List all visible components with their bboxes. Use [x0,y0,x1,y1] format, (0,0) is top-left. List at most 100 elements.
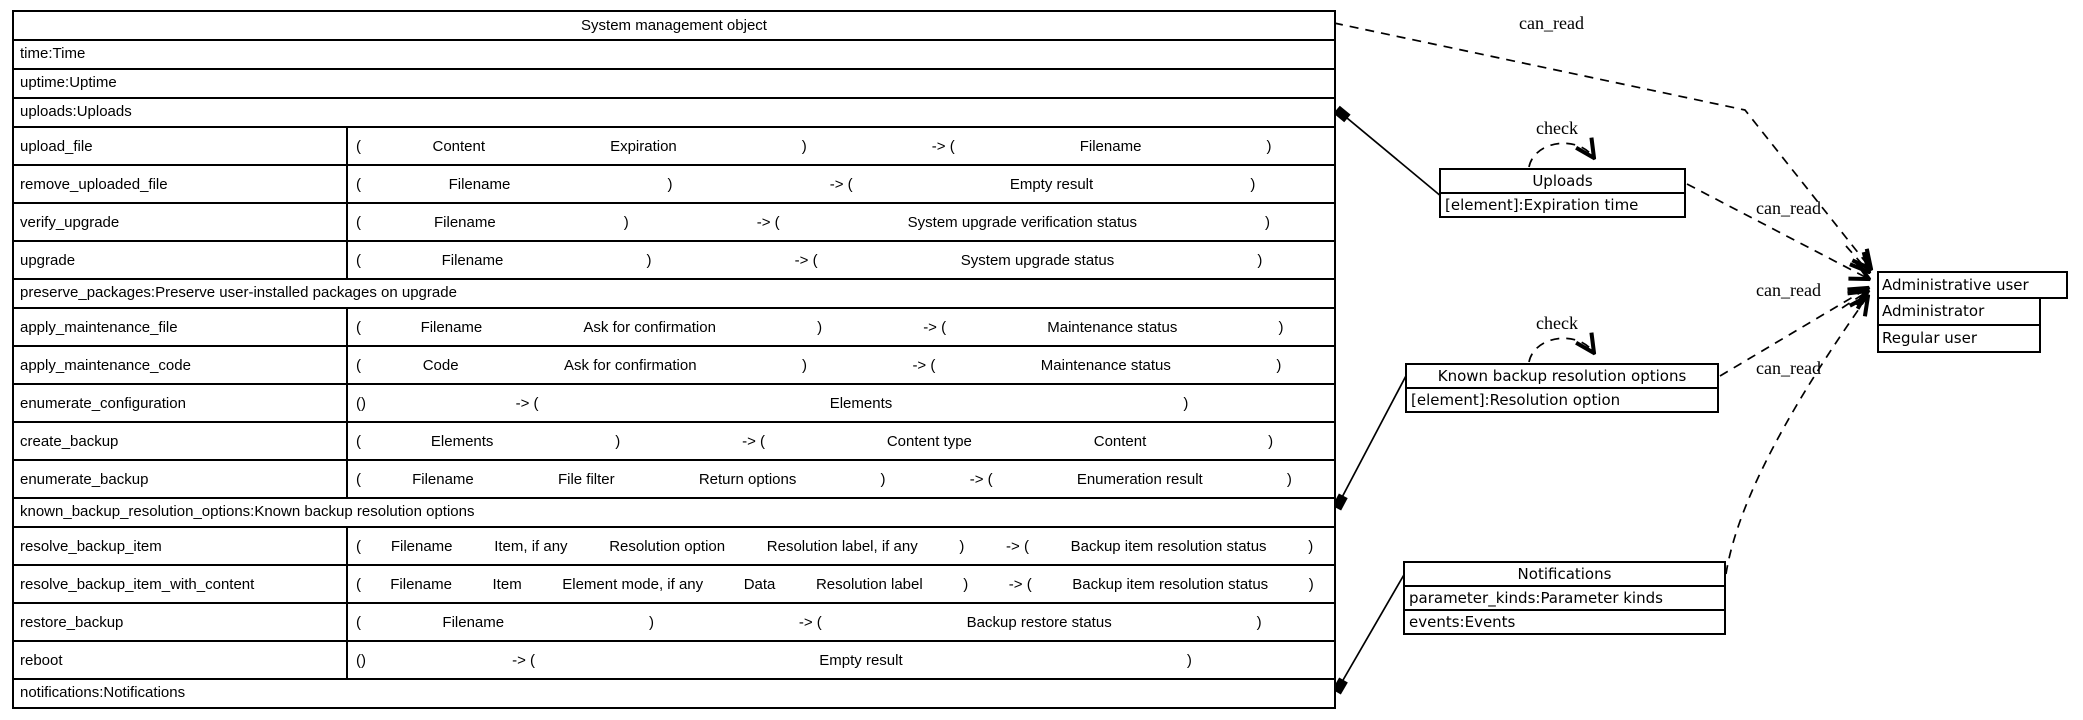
signature-token: Empty result [1009,175,1094,193]
signature-token: ) [1286,470,1292,488]
method-name: upgrade [14,242,348,278]
method-name: verify_upgrade [14,204,348,240]
class-attribute-row: [element]:Expiration time [1445,196,1639,214]
arrow-burst-stub [1841,291,1868,308]
class-attribute-row: [element]:Resolution option [1411,391,1621,409]
signature-token: -> ( [515,394,539,412]
signature-token: Content [1093,432,1147,450]
edge-label-check: check [1536,118,1578,138]
class-attribute-row: Regular user [1877,324,2041,353]
edge-label-can-read: can_read [1756,198,1821,218]
method-row: enumerate_backup ( Filename File filter Retu… [14,459,1334,497]
signature-token: Filename [390,575,452,593]
signature-token: Filename [1079,137,1142,155]
signature-token: Filename [420,318,483,336]
method-name: apply_maintenance_file [14,309,348,345]
signature-token: -> ( [798,613,822,631]
signature-token: ( [356,470,361,488]
signature-token: Maintenance status [1040,356,1171,374]
signature-token: File filter [557,470,615,488]
signature-token: Filename [448,175,511,193]
signature-token: ) [615,432,621,450]
edge-can-read-system [1333,22,1871,269]
method-name: upload_file [14,128,348,164]
method-signature: ()-> (Elements) [348,385,1334,421]
method-name: enumerate_configuration [14,385,348,421]
method-signature: (Filename)-> (Empty result) [348,166,1334,202]
composition-line-backup-options [1338,371,1409,504]
method-name: enumerate_backup [14,461,348,497]
composition-diamond-uploads [1333,105,1351,123]
signature-token: ) [646,251,652,269]
signature-token: Empty result [819,651,903,669]
signature-token: -> ( [756,213,780,231]
method-name: restore_backup [14,604,348,640]
signature-token: ( [356,537,361,555]
signature-token: Filename [412,470,474,488]
signature-token: Content type [886,432,972,450]
class-title: Notifications [1405,563,1724,587]
class-title: Known backup resolution options [1407,365,1717,389]
edge-check-uploads [1528,143,1594,168]
attribute-row: uploads:Uploads [14,97,1334,126]
signature-token: ) [802,356,807,374]
signature-token: -> ( [1006,537,1029,555]
signature-token: ) [648,613,654,631]
signature-token: Elements [829,394,893,412]
signature-token: ( [356,318,361,336]
signature-token: Backup item resolution status [1072,575,1269,593]
method-row: enumerate_configuration()-> (Elements) [14,383,1334,421]
signature-token: ) [1250,175,1256,193]
composition-diamond-backup-options [1332,493,1348,511]
attribute-row: uptime:Uptime [14,68,1334,97]
signature-token: System upgrade status [960,251,1115,269]
method-row: reboot()-> (Empty result) [14,640,1334,678]
signature-token: ) [880,470,886,488]
signature-token: ( [356,613,361,631]
signature-token: ( [356,251,361,269]
method-name: remove_uploaded_file [14,166,348,202]
method-name: resolve_backup_item [14,528,348,564]
signature-token: System upgrade verification status [907,213,1137,231]
signature-token: Ask for confirmation [583,318,716,336]
signature-token: Enumeration result [1076,470,1203,488]
signature-token: ( [356,432,361,450]
method-signature: ( Filename File filter Return options) -> ( E… [348,461,1334,497]
signature-token: Return options [698,470,797,488]
signature-token: ) [1266,137,1272,155]
signature-token: ) [1257,251,1263,269]
signature-token: ) [1264,213,1270,231]
edge-label-check: check [1536,313,1578,333]
signature-token: Item, if any [494,537,568,555]
signature-token: Filename [390,537,453,555]
edge-can-read-backup-options [1719,288,1868,377]
signature-token: () [356,651,366,669]
signature-token: Content [432,137,486,155]
signature-token: ) [1308,537,1314,555]
method-row: resolve_backup_item_with_content(Filenam… [14,564,1334,602]
class-known-backup-resolution-options: Known backup resolution options [element… [1405,363,1719,413]
signature-token: ) [1186,651,1192,669]
composition-line-notifications [1338,572,1406,688]
edge-label-can-read: can_read [1756,280,1821,300]
signature-token: ) [1256,613,1262,631]
edge-can-read-notifications [1725,296,1868,575]
signature-token: -> ( [969,470,993,488]
class-administrative-user-rows: Administrator Regular user [1877,297,2041,353]
composition-line-uploads [1340,112,1443,198]
class-notifications: Notifications parameter_kinds:Parameter … [1403,561,1726,635]
method-signature: (Filename)-> (Backup restore status) [348,604,1334,640]
signature-token: Elements [430,432,494,450]
signature-token: -> ( [829,175,853,193]
signature-token: Item [492,575,522,593]
signature-token: Data [743,575,776,593]
class-title: Uploads [1441,170,1684,194]
method-signature: (Filename)-> (System upgrade status) [348,242,1334,278]
signature-token: ) [623,213,629,231]
